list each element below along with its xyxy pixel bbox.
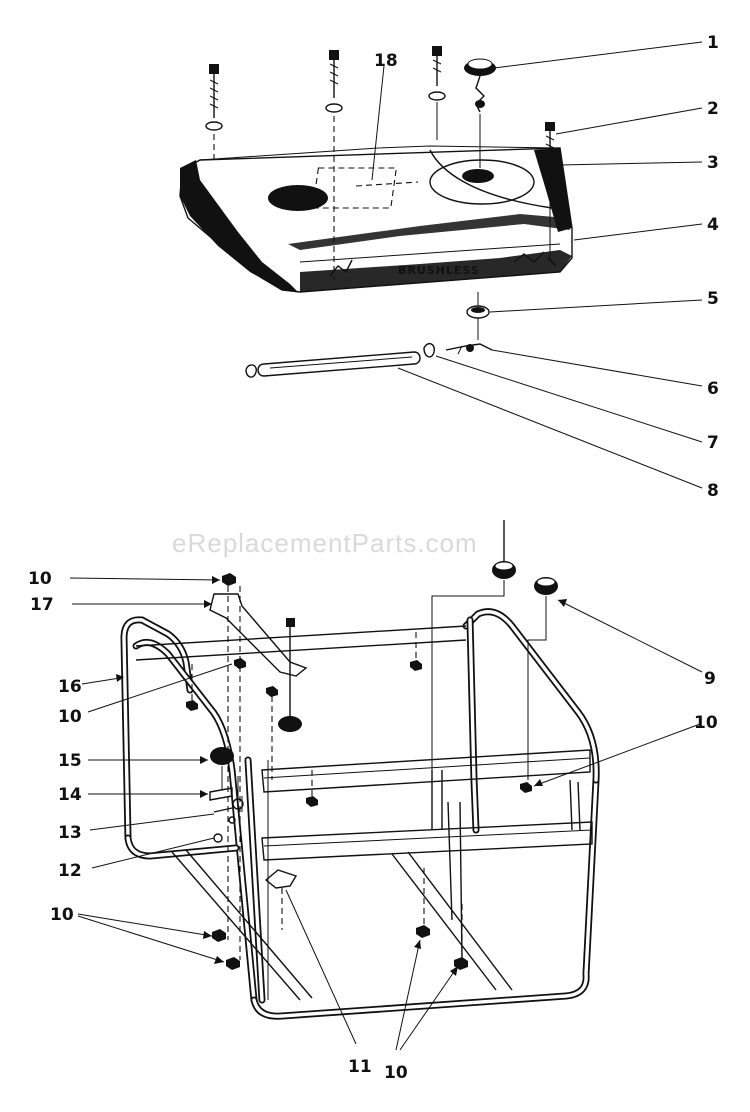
callout-12: 12	[58, 861, 82, 881]
nut-left-mid	[186, 700, 198, 711]
washer-13	[213, 807, 233, 813]
fuel-tank-assembly: BRUSHLESS	[179, 145, 573, 293]
callout-10-bottom: 10	[384, 1063, 408, 1083]
callout-18: 18	[374, 51, 398, 71]
callout-10-left: 10	[58, 707, 82, 727]
fuel-gauge-hole	[268, 185, 328, 211]
hose-clamp-right	[423, 342, 436, 358]
callout-4: 4	[707, 215, 719, 235]
callout-9: 9	[704, 669, 716, 689]
callout-8: 8	[707, 481, 719, 501]
callout-10-bottom-left: 10	[50, 905, 74, 925]
fuel-line-assembly	[245, 292, 493, 378]
nut-left-upper	[234, 658, 246, 669]
washer-right-centre	[428, 91, 446, 101]
lock-washer-12	[213, 833, 223, 843]
hose-clamp-frame	[264, 869, 298, 889]
nut-rear-rail	[410, 660, 422, 671]
callout-10-top: 10	[28, 569, 52, 589]
top-leader-lines	[371, 41, 703, 489]
callout-3: 3	[707, 153, 719, 173]
fuel-hose	[257, 351, 421, 377]
washer-left	[205, 121, 223, 131]
washer-centre	[325, 103, 343, 113]
bottom-leader-lines	[69, 576, 703, 1051]
callout-17: 17	[30, 595, 54, 615]
callout-14: 14	[58, 785, 82, 805]
nut-top-left	[222, 573, 236, 586]
decal-outline	[312, 167, 398, 209]
watermark: eReplacementParts.com	[172, 528, 478, 558]
hose-clamp-left	[245, 364, 257, 378]
nut-crossbar-left	[306, 796, 318, 807]
frame-tube-right-front	[462, 608, 600, 784]
callout-1: 1	[707, 33, 719, 53]
callout-2: 2	[707, 99, 719, 119]
tank-mounting-hardware	[205, 46, 558, 280]
mounting-bracket	[209, 593, 308, 677]
frame-rail-top-rear	[135, 625, 467, 661]
washer-14	[209, 787, 233, 801]
callout-6: 6	[707, 379, 719, 399]
callout-10-right: 10	[694, 713, 718, 733]
callout-15: 15	[58, 751, 82, 771]
cross-member-upper	[261, 749, 591, 793]
rubber-mount-left	[210, 747, 234, 765]
callout-16: 16	[58, 677, 82, 697]
frame-tube-left-rear	[120, 616, 194, 842]
cross-member-lower	[261, 821, 593, 861]
nut-bottom-left-b	[226, 957, 240, 970]
fuel-valve	[445, 343, 493, 351]
nut-bracket	[266, 686, 278, 697]
nut-crossbar-right	[520, 782, 532, 793]
callout-labels: 1 2 3 4 5 6 7 8 18 10 17 16 10 9 10 15 1…	[28, 33, 719, 1083]
brushless-label: BRUSHLESS	[398, 264, 480, 277]
frame-assembly	[120, 608, 600, 1020]
callout-11: 11	[348, 1057, 372, 1077]
rubber-mount-bracket	[278, 716, 302, 732]
washer-right	[542, 159, 558, 169]
nut-bottom-mid-a	[416, 925, 430, 938]
callout-13: 13	[58, 823, 82, 843]
callout-5: 5	[707, 289, 719, 309]
filler-neck-plate	[429, 159, 535, 205]
frame-hardware	[186, 520, 558, 1000]
callout-7: 7	[707, 433, 719, 453]
nut-bottom-left-a	[212, 929, 226, 942]
